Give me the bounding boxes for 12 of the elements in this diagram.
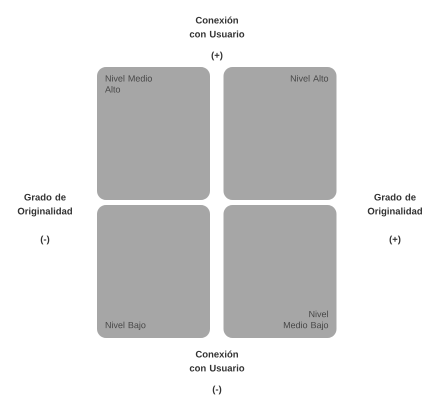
axis-sign: (-): [40, 236, 50, 244]
quadrant-box: Nivel Medio Bajo: [224, 205, 336, 338]
axis-sign: (-): [212, 386, 222, 394]
quadrant-box: Nivel Bajo: [97, 205, 210, 338]
quadrant-box: Nivel Alto: [224, 67, 336, 200]
axis-sign: (+): [390, 236, 400, 244]
axis-sign: (+): [212, 52, 222, 60]
axis-title: Conexión con Usuario: [190, 16, 244, 38]
quadrant-box: Nivel Medio Alto: [97, 67, 210, 200]
axis-title: Grado de Originalidad: [18, 194, 72, 216]
axis-title: Conexión con Usuario: [190, 350, 244, 372]
axis-title: Grado de Originalidad: [368, 194, 422, 216]
